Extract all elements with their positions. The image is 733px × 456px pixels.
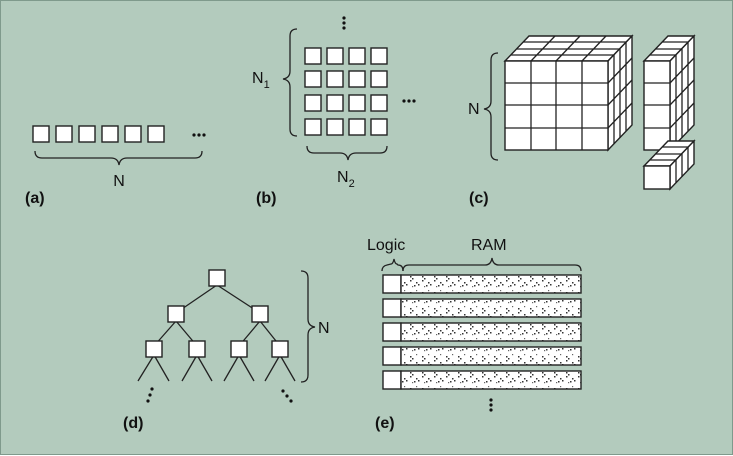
panel-label-b: (b)	[256, 190, 276, 207]
brace-horizontal	[34, 150, 203, 166]
tree-node	[251, 305, 269, 323]
array-cell	[101, 125, 119, 143]
cube-3d	[503, 34, 634, 152]
dim-label-n: N	[468, 101, 480, 118]
dim-label-n: N	[113, 173, 125, 190]
array-cell	[124, 125, 142, 143]
ram-block	[400, 346, 582, 366]
panel-d: N (d)	[123, 269, 330, 432]
cube-slice-row	[642, 139, 696, 191]
panel-label-e: (e)	[375, 415, 395, 432]
logic-cell	[382, 274, 402, 294]
panel-b: N1 N2 (b)	[252, 16, 416, 207]
tree-node-root	[208, 269, 226, 287]
logic-cell	[382, 298, 402, 318]
ellipsis-diagonal	[146, 387, 154, 403]
panel-label-a: (a)	[25, 190, 45, 207]
panel-e: Logic RAM	[367, 237, 582, 432]
tree	[137, 269, 296, 382]
ellipsis-vertical	[342, 16, 346, 30]
memory-rows	[382, 274, 582, 390]
brace-vertical	[282, 28, 298, 137]
brace-ram	[402, 257, 582, 272]
brace-horizontal	[306, 145, 388, 161]
ram-block	[400, 322, 582, 342]
panel-label-d: (d)	[123, 415, 143, 432]
tree-node	[167, 305, 185, 323]
ellipsis-diagonal	[281, 389, 293, 403]
tree-node	[188, 340, 206, 358]
tree-node	[230, 340, 248, 358]
memory-row	[382, 274, 582, 294]
brace-vertical	[483, 52, 499, 161]
panel-c: N (c)	[468, 34, 696, 207]
logic-cell	[382, 370, 402, 390]
memory-row	[382, 298, 582, 318]
array-1d	[32, 125, 165, 143]
panel-label-c: (c)	[469, 190, 489, 207]
array-cell	[78, 125, 96, 143]
memory-row	[382, 322, 582, 342]
array-cell	[147, 125, 165, 143]
ram-block	[400, 370, 582, 390]
ellipsis-vertical	[489, 398, 493, 412]
ram-label: RAM	[471, 237, 507, 254]
array-cell	[55, 125, 73, 143]
logic-label: Logic	[367, 237, 405, 254]
row-dim-label: N1	[252, 70, 270, 91]
cube-slice-column	[642, 34, 696, 152]
ram-block	[400, 298, 582, 318]
logic-cell	[382, 346, 402, 366]
tree-node	[271, 340, 289, 358]
tree-node	[145, 340, 163, 358]
ram-block	[400, 274, 582, 294]
depth-label-n: N	[318, 320, 330, 337]
memory-row	[382, 346, 582, 366]
col-dim-label: N2	[337, 169, 355, 190]
ellipsis-horizontal	[402, 99, 416, 103]
brace-logic	[381, 258, 404, 272]
array-cell	[32, 125, 50, 143]
ellipsis-horizontal	[192, 133, 206, 137]
logic-cell	[382, 322, 402, 342]
memory-row	[382, 370, 582, 390]
brace-vertical-right	[300, 270, 316, 383]
mesh-2d	[304, 47, 388, 136]
panel-a: N (a)	[25, 125, 206, 207]
